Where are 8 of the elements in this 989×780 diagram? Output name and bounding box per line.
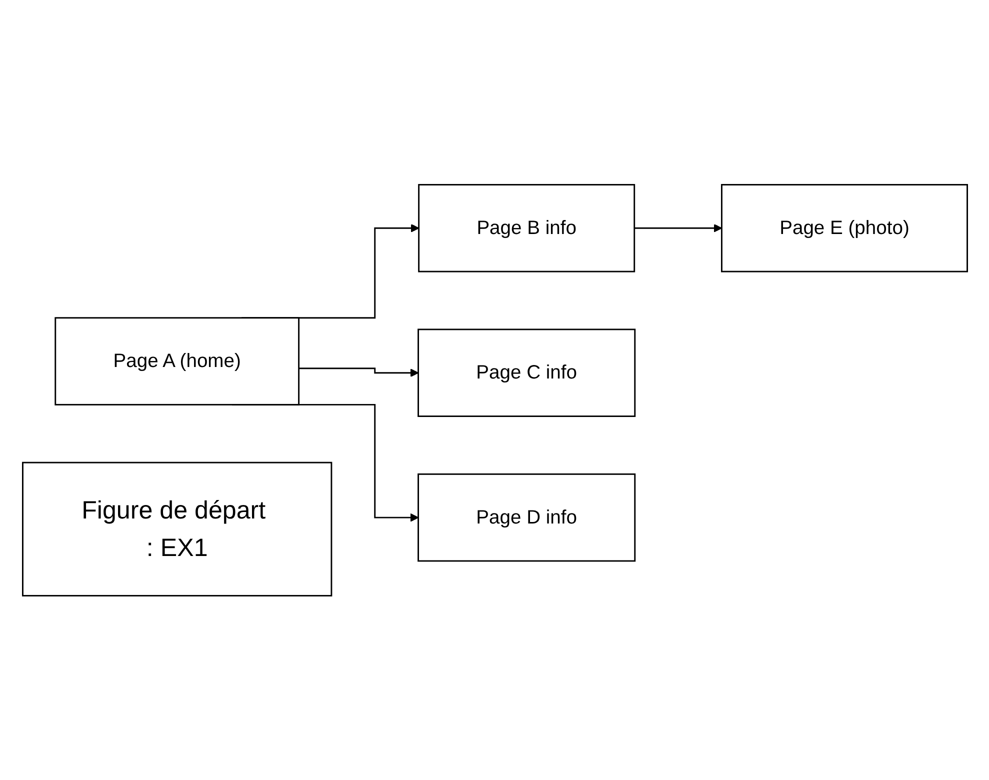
- node-box: Page B info: [418, 184, 635, 272]
- node-box: Page D info: [417, 473, 636, 562]
- arrow: [634, 224, 722, 232]
- arrow: [298, 367, 418, 377]
- node-box: Figure de départ : EX1: [22, 462, 332, 596]
- node-box: Page A (home): [54, 316, 300, 406]
- node-box: Page E (photo): [720, 184, 968, 272]
- node-box: Page C info: [417, 328, 636, 417]
